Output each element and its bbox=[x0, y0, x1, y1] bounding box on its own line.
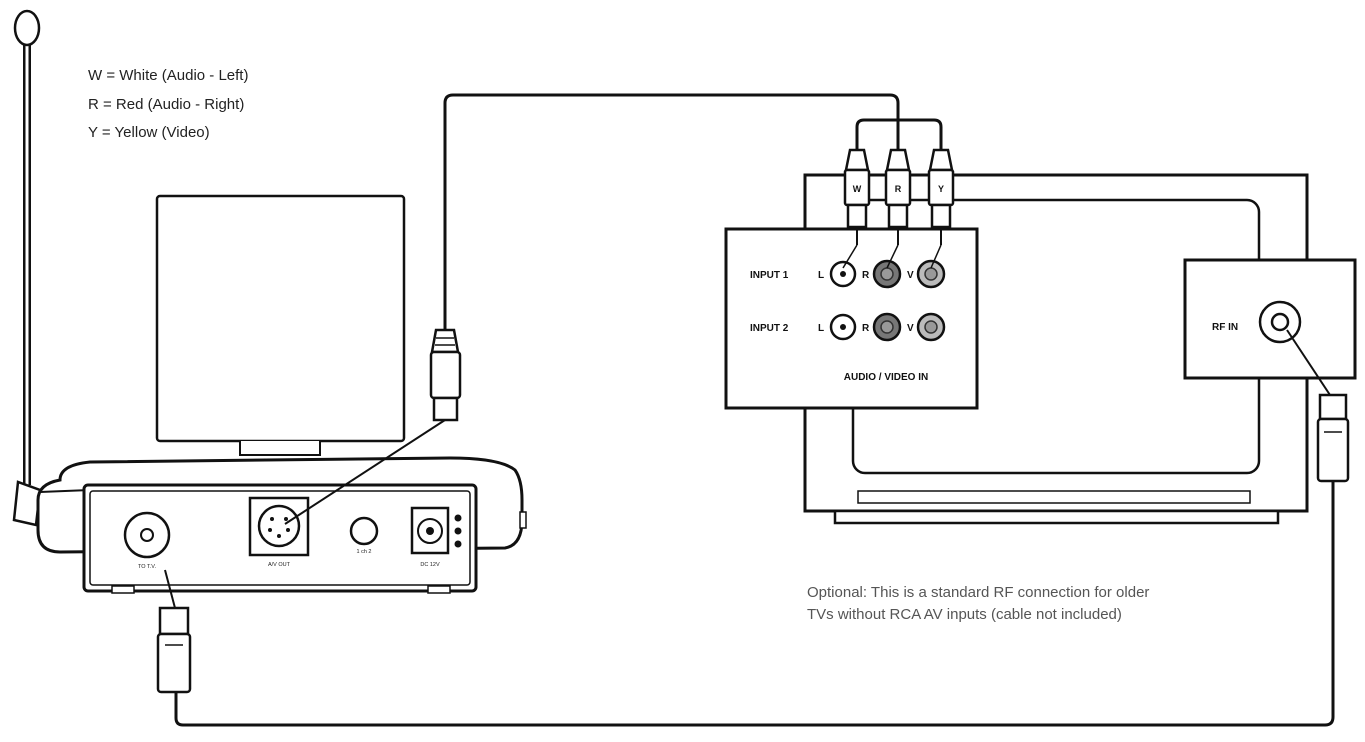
legend-white: W = White (Audio - Left) bbox=[88, 67, 248, 84]
jack-l-label-1: L bbox=[818, 270, 824, 281]
jack-v-label-1: V bbox=[907, 270, 914, 281]
plug-w: W bbox=[843, 148, 871, 245]
av-out-label: A/V OUT bbox=[268, 562, 291, 568]
plug-r-label: R bbox=[895, 184, 902, 194]
input2-label: INPUT 2 bbox=[750, 323, 789, 334]
jack-v-label-2: V bbox=[907, 323, 914, 334]
legend-red: R = Red (Audio - Right) bbox=[88, 96, 244, 113]
note-line1: Optional: This is a standard RF connecti… bbox=[807, 584, 1149, 601]
panel-antenna bbox=[155, 194, 406, 456]
rf-in-label: RF IN bbox=[1212, 322, 1238, 333]
dc-label: DC 12V bbox=[420, 562, 440, 568]
color-legend: W = White (Audio - Left) R = Red (Audio … bbox=[88, 67, 248, 141]
legend-yellow: Y = Yellow (Video) bbox=[88, 124, 210, 141]
optional-note: Optional: This is a standard RF connecti… bbox=[807, 584, 1149, 623]
av-plug bbox=[429, 328, 462, 422]
rf-cable-long bbox=[174, 480, 1335, 727]
rf-plug-receiver bbox=[156, 569, 192, 694]
plug-r: R bbox=[884, 148, 912, 245]
rf-in-panel: RF IN bbox=[1183, 258, 1357, 396]
jack-r-label-2: R bbox=[862, 323, 870, 334]
plug-y: Y bbox=[927, 148, 955, 245]
to-tv-label: TO T.V. bbox=[138, 564, 156, 570]
input1-label: INPUT 1 bbox=[750, 270, 789, 281]
av-out-port bbox=[257, 504, 301, 548]
note-line2: TVs without RCA AV inputs (cable not inc… bbox=[807, 606, 1122, 623]
plug-w-label: W bbox=[853, 184, 862, 194]
channel-switch bbox=[349, 516, 379, 546]
rf-plug-tv bbox=[1316, 393, 1350, 483]
av-in-caption: AUDIO / VIDEO IN bbox=[844, 372, 928, 383]
rca-plugs: W R Y bbox=[842, 118, 955, 269]
plug-y-label: Y bbox=[938, 184, 944, 194]
receiver-unit: TO T.V. A/V OUT 1 ch 2 DC 12V bbox=[36, 456, 527, 594]
jack-l-label-2: L bbox=[818, 323, 824, 334]
av-input-panel: INPUT 1 INPUT 2 L R V L R V AUDIO / VIDE… bbox=[724, 227, 979, 410]
switch-label: 1 ch 2 bbox=[357, 549, 372, 555]
jack-r-label-1: R bbox=[862, 270, 870, 281]
antenna bbox=[12, 9, 42, 527]
av-cable bbox=[443, 93, 900, 330]
